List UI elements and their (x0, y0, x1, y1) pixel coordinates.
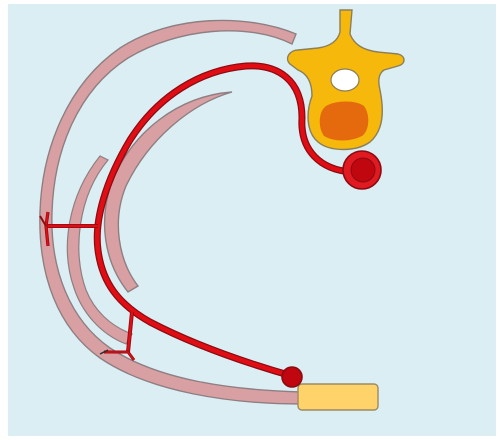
vertebral-body (320, 102, 369, 141)
sternum (298, 384, 378, 410)
vertebral-foramen (331, 69, 359, 91)
aortic-node (343, 151, 381, 189)
sternal-node (282, 367, 302, 387)
